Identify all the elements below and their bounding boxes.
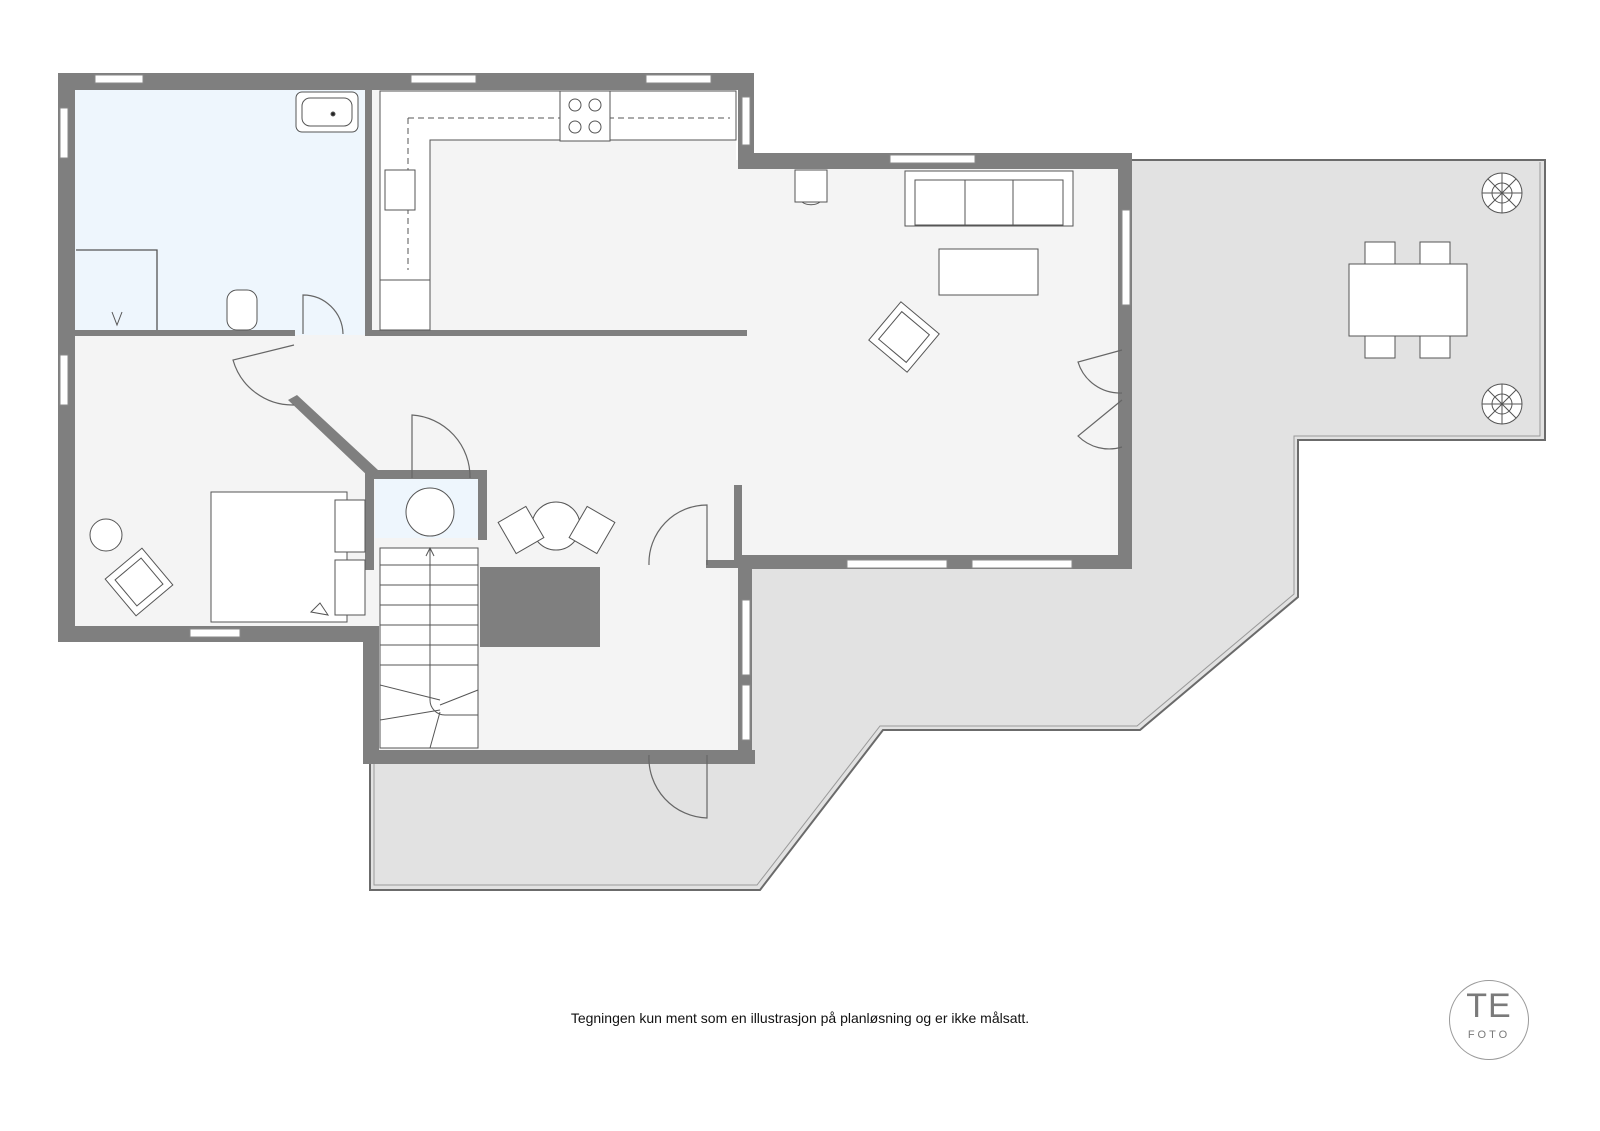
bed-icon — [210, 491, 348, 623]
washer-icon — [405, 487, 455, 537]
doors — [232, 294, 1123, 819]
bathtub-icon — [295, 91, 359, 133]
disclaimer-caption: Tegningen kun ment som en illustrasjon p… — [570, 1010, 1030, 1026]
sink-icon — [384, 169, 416, 211]
dining-table-icon — [1348, 263, 1468, 337]
floor-drain-icon — [111, 311, 123, 327]
logo-main-text: TE — [1466, 987, 1512, 1025]
logo-sub-text: FOTO — [1467, 1029, 1511, 1041]
shower-wall — [76, 249, 158, 330]
bedroom-armchair-icon — [104, 547, 174, 617]
hall-furniture — [405, 487, 616, 555]
cooktop-icon — [559, 90, 611, 142]
kitchen — [379, 90, 737, 331]
bathroom-fixtures — [76, 91, 359, 331]
plant-icon — [1481, 172, 1523, 214]
stair-core — [480, 567, 600, 647]
armchair-icon — [868, 301, 940, 373]
sofa-icon — [904, 170, 1074, 227]
round-table-icon — [531, 501, 581, 551]
plant-icon — [1481, 383, 1523, 425]
staircase — [379, 546, 479, 749]
coffee-table-icon — [938, 248, 1039, 296]
te-foto-logo: TE FOTO — [1449, 980, 1529, 1060]
bedroom-furniture — [89, 491, 366, 623]
toilet-icon — [226, 289, 258, 331]
terrace-furniture — [1348, 172, 1523, 425]
windows — [59, 74, 1131, 741]
round-lamp-icon — [89, 518, 123, 552]
living-room-furniture — [794, 169, 1074, 373]
side-chair-icon — [794, 169, 828, 203]
